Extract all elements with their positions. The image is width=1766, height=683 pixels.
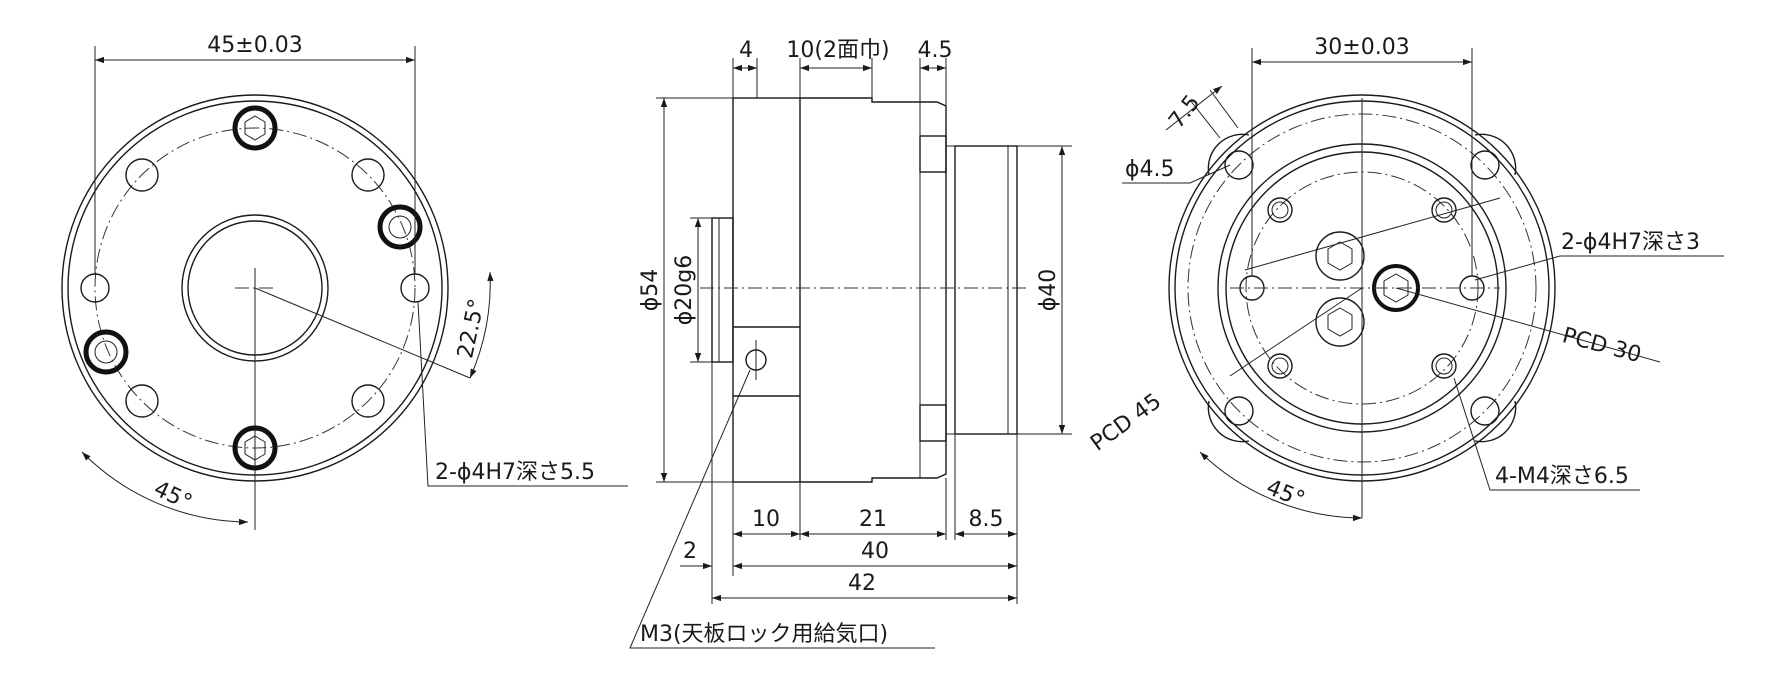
left-angle-45: 45° (150, 477, 196, 516)
side-pilot (711, 217, 734, 363)
left-view: 45±0.03 22.5° 45° 2-ϕ4H7深さ5.5 (61, 33, 628, 530)
side-dim-10: 10 (752, 507, 780, 532)
side-view: 4 10(2面巾) 4.5 ϕ54 ϕ20g6 ϕ40 10 21 8.5 40… (629, 38, 1072, 649)
right-hole-dia: ϕ4.5 (1125, 157, 1175, 182)
right-angle-45-arc (1199, 451, 1363, 522)
right-width-dim: 30±0.03 (1314, 35, 1409, 60)
right-view: 30±0.03 7.5 ϕ4.5 2-ϕ4H7深さ3 PCD 30 PCD 45… (1086, 35, 1724, 522)
right-pcd45-leader (1229, 287, 1363, 377)
side-dim-2: 2 (683, 539, 697, 564)
side-port-note: M3(天板ロック用給気口) (640, 622, 888, 647)
right-hole-leader (1122, 164, 1231, 184)
left-angle-45-arc (81, 451, 249, 526)
side-dim-42: 42 (848, 571, 876, 596)
right-flange-holes (1207, 133, 1517, 443)
left-pin-note: 2-ϕ4H7深さ5.5 (435, 460, 595, 485)
right-angle-45: 45° (1263, 475, 1309, 513)
left-bolt-heads (83, 105, 423, 471)
right-tap-note: 4-M4深さ6.5 (1495, 464, 1629, 489)
right-pin-note: 2-ϕ4H7深さ3 (1561, 230, 1700, 255)
right-pcd-30: PCD 30 (1560, 323, 1644, 368)
side-key-bottom (919, 404, 947, 442)
left-angle-225-arc (469, 271, 494, 379)
side-dim-4: 4 (739, 38, 753, 63)
right-tap-leader (1453, 377, 1640, 491)
left-angle-225: 22.5° (453, 297, 490, 361)
side-dia-54: ϕ54 (638, 269, 663, 312)
side-dim-45: 4.5 (918, 38, 953, 63)
side-dim-flats: 10(2面巾) (786, 38, 889, 63)
side-body (800, 97, 947, 483)
side-flange (732, 97, 801, 483)
left-pin-leader (417, 301, 628, 487)
side-dia-40: ϕ40 (1036, 269, 1061, 312)
side-port-leader (629, 369, 935, 649)
left-mounting-holes (80, 158, 430, 418)
side-disc (954, 145, 1018, 435)
right-pcd-45: PCD 45 (1086, 389, 1166, 457)
left-width-dim: 45±0.03 (207, 33, 302, 58)
right-center-screws (1315, 231, 1420, 347)
right-pin-leader (1474, 255, 1724, 281)
side-dia-20: ϕ20g6 (672, 255, 697, 325)
side-dim-21: 21 (859, 507, 887, 532)
left-angle-ray (254, 287, 471, 379)
side-dim-85: 8.5 (969, 507, 1004, 532)
right-pcd30-leader (1395, 287, 1661, 363)
side-key-top (919, 135, 947, 173)
side-dim-40: 40 (861, 539, 889, 564)
